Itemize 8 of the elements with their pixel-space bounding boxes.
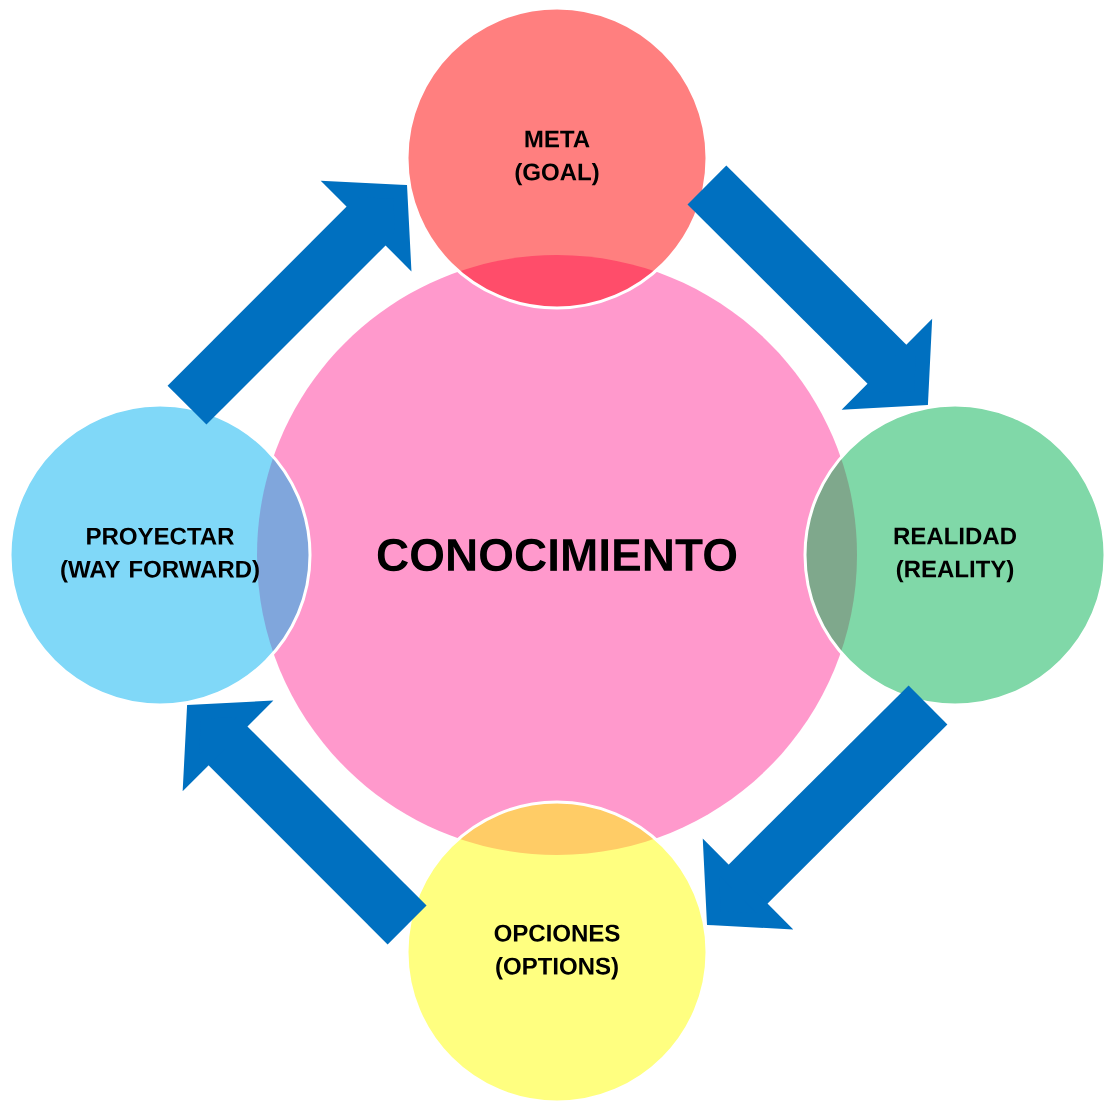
node-label: (GOAL) (515, 162, 599, 186)
node-label: META (525, 130, 590, 148)
node-label: (REALITY) (896, 559, 1014, 583)
node-label: (OPTIONS) (496, 957, 618, 980)
node-label: PROYECTAR (87, 527, 234, 545)
node-label: REALIDAD (894, 527, 1016, 545)
node-label: OPCIONES (494, 924, 620, 942)
node-label: (WAY FORWARD) (61, 560, 259, 583)
